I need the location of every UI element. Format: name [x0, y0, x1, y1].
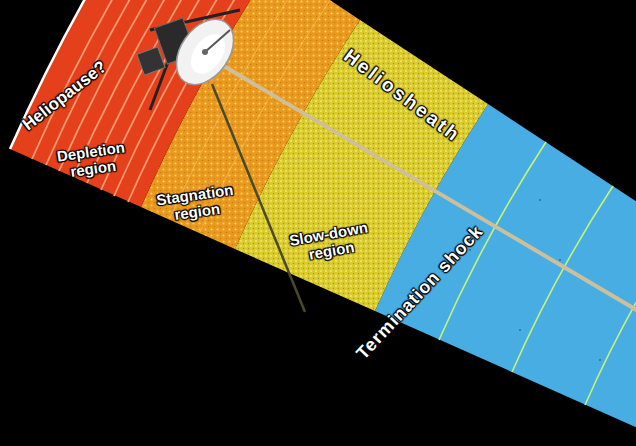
region-band: Depletion region — [40, 136, 144, 184]
boundary-label: Heliosheath — [339, 45, 465, 147]
region-band: Stagnation region — [144, 179, 248, 227]
region-name: Stagnation region — [144, 179, 248, 227]
boundary-label: Heliopause? — [18, 57, 110, 135]
region-name: Depletion region — [40, 136, 144, 184]
region-name: Slow-down region — [280, 216, 381, 267]
region-band: Slow-down region — [280, 216, 381, 267]
voyager-spacecraft — [137, 9, 245, 110]
boundary-label: Termination shock — [352, 221, 487, 364]
